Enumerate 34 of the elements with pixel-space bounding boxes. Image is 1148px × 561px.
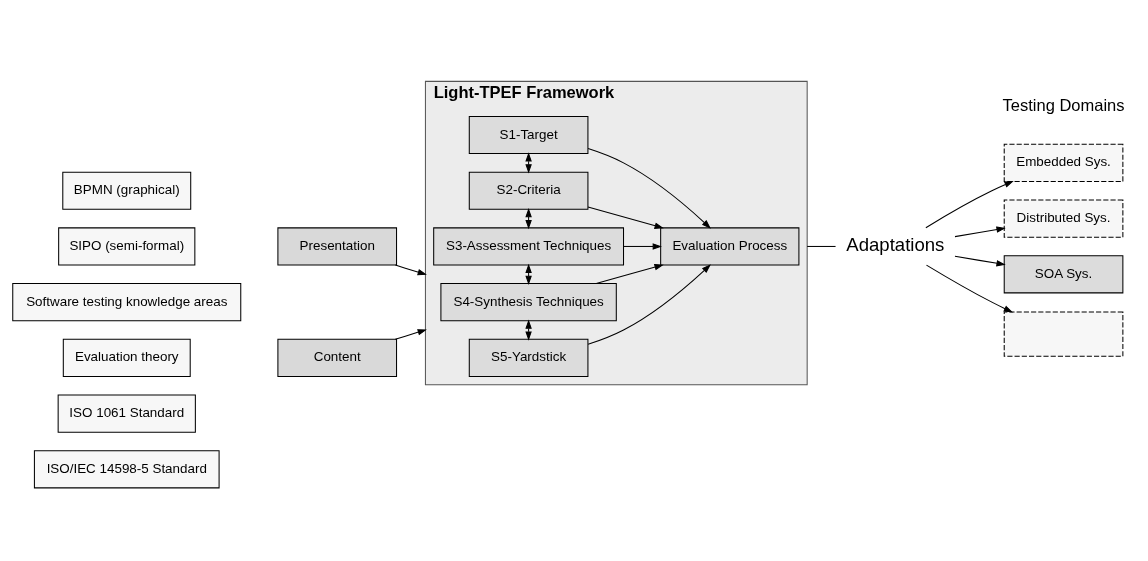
node-box: Embedded Sys. xyxy=(1003,143,1124,182)
arrow xyxy=(587,264,711,345)
node-box: S2-Criteria xyxy=(468,171,589,210)
arrow xyxy=(925,180,1014,229)
arrow xyxy=(954,226,1006,238)
arrow xyxy=(587,148,711,229)
node-box: ISO/IEC 14598-5 Standard xyxy=(33,450,220,489)
node-box: Evaluation Process xyxy=(660,227,800,266)
node-box: S3-Assessment Techniques xyxy=(433,227,625,266)
arrow xyxy=(623,243,662,250)
node-box: S1-Target xyxy=(468,115,589,155)
node-box: S5-Yardstick xyxy=(468,338,589,377)
arrow xyxy=(394,264,427,276)
connector xyxy=(806,245,837,247)
node-box: Distributed Sys. xyxy=(1003,199,1124,238)
arrow xyxy=(525,207,532,230)
arrow xyxy=(525,263,532,285)
node-box: BPMN (graphical) xyxy=(62,171,192,210)
node-box: Presentation xyxy=(277,227,398,266)
arrow xyxy=(954,255,1006,267)
node-box: Evaluation theory xyxy=(62,338,191,377)
arrow xyxy=(587,206,664,229)
node-box: SOA Sys. xyxy=(1003,255,1124,294)
node-box xyxy=(1003,311,1124,357)
node-box: ISO 1061 Standard xyxy=(57,394,196,433)
node-box: SIPO (semi-formal) xyxy=(58,227,196,266)
arrow xyxy=(925,264,1014,313)
node-box: Content xyxy=(277,338,398,377)
node-box: S4-Synthesis Techniques xyxy=(440,283,617,322)
label: Testing Domains xyxy=(1002,96,1125,115)
arrow xyxy=(394,329,427,340)
arrow xyxy=(595,264,664,285)
node-text: Adaptations xyxy=(846,233,945,255)
node-box: Software testing knowledge areas xyxy=(12,283,242,322)
